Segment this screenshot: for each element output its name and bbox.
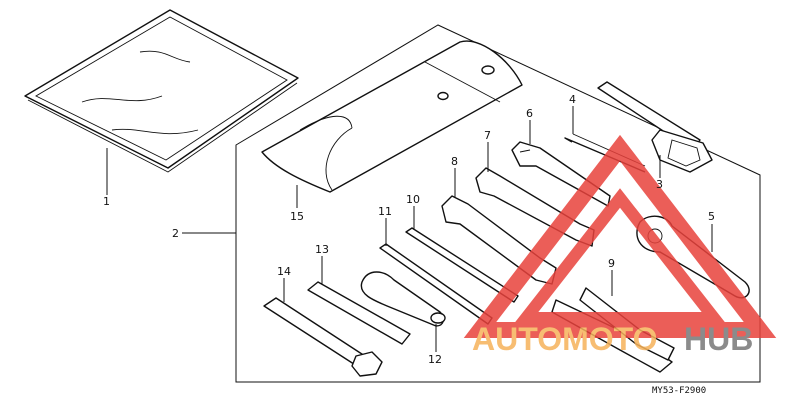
callout-1: 1 [103, 195, 110, 208]
callout-10: 10 [406, 193, 420, 206]
handle-bar-icon-2 [263, 297, 383, 377]
watermark: AUTOMOTO HUB [463, 134, 777, 357]
drawing-code: MY53-F2900 [652, 386, 706, 396]
callout-6: 6 [526, 107, 533, 120]
callout-11: 11 [378, 205, 392, 218]
tool-pouch-icon [261, 40, 523, 193]
callout-14: 14 [277, 265, 291, 278]
callout-2: 2 [172, 227, 179, 240]
callout-4: 4 [569, 93, 576, 106]
callout-5: 5 [708, 210, 715, 223]
callout-12: 12 [428, 353, 442, 366]
callout-15: 15 [290, 210, 304, 223]
assembly-frame [235, 24, 761, 383]
callout-8: 8 [451, 155, 458, 168]
screwdriver-icon-3 [360, 271, 446, 327]
watermark-brand-left: AUTOMOTO [472, 321, 657, 357]
box-wrench-icon [597, 81, 713, 173]
callout-13: 13 [315, 243, 329, 256]
zip-bag-icon [24, 9, 299, 173]
screwdriver-icon [405, 227, 519, 303]
callout-9: 9 [608, 257, 615, 270]
callout-7: 7 [484, 129, 491, 142]
watermark-brand-right: HUB [684, 321, 753, 357]
handle-bar-icon [307, 281, 411, 345]
callout-3: 3 [656, 178, 663, 191]
